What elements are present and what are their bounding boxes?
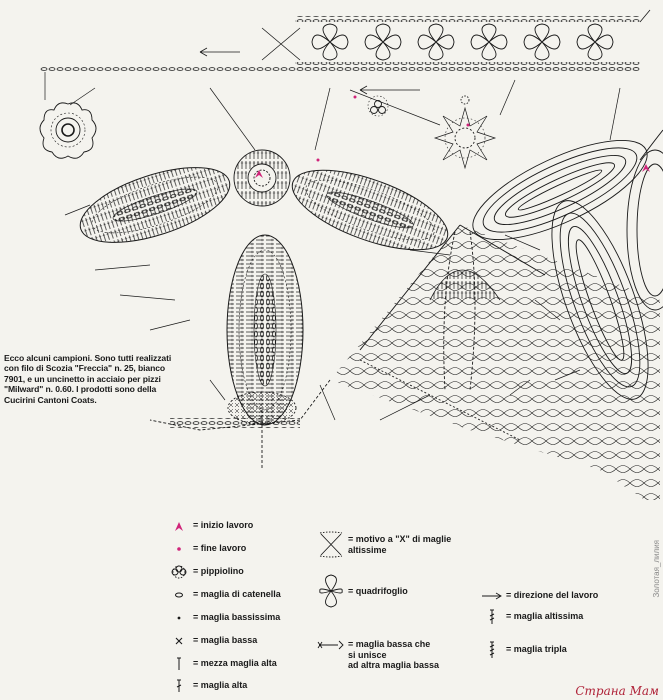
single-crochet-icon (165, 634, 193, 648)
legend-inizio: = inizio lavoro (165, 519, 253, 535)
legend-label: = direzione del lavoro (506, 590, 599, 600)
legend-label: = maglia tripla (506, 644, 567, 654)
half-double-crochet-icon (165, 657, 193, 671)
legend-bassissima: = maglia bassissima (165, 611, 280, 627)
flower-motif (39, 102, 97, 159)
end-marker-icon (165, 542, 193, 556)
double-crochet-icon (165, 679, 193, 693)
start-markers (255, 95, 650, 178)
legend-label: = maglia bassissima (193, 612, 281, 622)
legend-label: = maglia altissima (506, 611, 584, 621)
legend-quadrifoglio: = quadrifoglio (314, 572, 408, 612)
leaf-group (79, 149, 449, 470)
legend-motivo-x: = motivo a "X" di maglie altissime (314, 528, 451, 562)
legend-mezza-alta: = mezza maglia alta (165, 657, 277, 673)
connector-lines (44, 72, 621, 421)
x-motif-icon (314, 528, 348, 560)
slip-stitch-icon (165, 611, 193, 625)
arrow-right-icon (478, 589, 506, 603)
legend-pippiolino: = pippiolino (165, 565, 244, 581)
star-motif (433, 95, 497, 170)
legend-label: = pippiolino (193, 566, 244, 576)
small-trefoil (367, 95, 389, 117)
legend-unite: = maglia bassa che si unisce ad altra ma… (314, 638, 439, 678)
legend-alta: = maglia alta (165, 679, 247, 695)
chain-stitch-icon (165, 588, 193, 602)
picot-icon (165, 565, 193, 579)
legend-label: = motivo a "X" di maglie altissime (348, 534, 452, 555)
mesh-fan (149, 224, 660, 500)
legend-label: = fine lavoro (193, 543, 247, 553)
materials-note: Ecco alcuni campioni. Sono tutti realizz… (4, 353, 172, 405)
legend-label: = maglia di catenella (193, 589, 281, 599)
legend-label: = maglia bassa che si unisce ad altra ma… (348, 639, 440, 670)
legend-fine: = fine lavoro (165, 542, 246, 558)
treble-crochet-icon (478, 609, 506, 624)
legend-label: = mezza maglia alta (193, 658, 277, 668)
legend-altissima: = maglia altissima (478, 609, 584, 626)
top-border (40, 9, 651, 95)
legend-catenella: = maglia di catenella (165, 588, 281, 604)
start-marker-icon (165, 519, 193, 533)
legend-label: = quadrifoglio (348, 586, 408, 596)
brand-watermark: Страна Мам (575, 684, 659, 698)
legend-tripla: = maglia tripla (478, 641, 567, 659)
legend-label: = maglia bassa (193, 635, 258, 645)
legend-direzione: = direzione del lavoro (478, 589, 598, 605)
quatrefoil-row (311, 23, 614, 61)
crochet-diagram (39, 9, 663, 500)
triple-treble-icon (478, 641, 506, 658)
legend-label: = inizio lavoro (193, 520, 254, 530)
loop-leaf (472, 129, 663, 400)
legend-label: = maglia alta (193, 680, 248, 690)
quatrefoil-icon (314, 572, 348, 610)
joined-stitch-icon (314, 638, 348, 652)
legend-bassa: = maglia bassa (165, 634, 257, 650)
side-watermark: Золотая_лилия (652, 540, 661, 598)
